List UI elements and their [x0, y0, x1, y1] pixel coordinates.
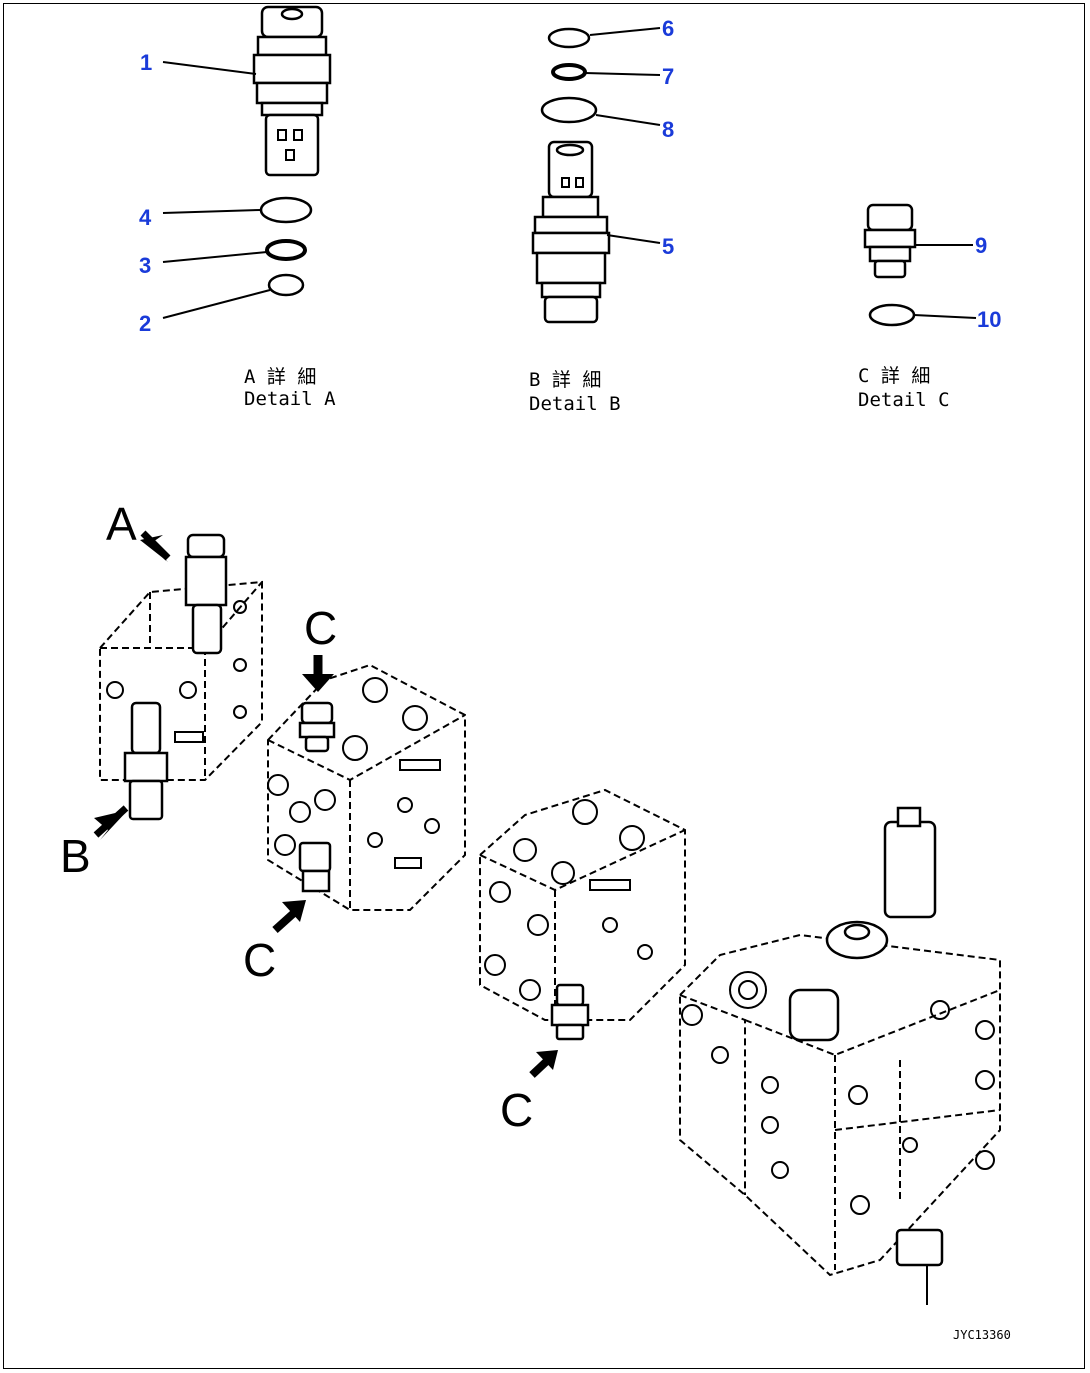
- callout-6: 6: [662, 16, 674, 41]
- view-arrow-c1: [302, 655, 334, 692]
- backup-ring-part-7: [551, 63, 587, 81]
- view-letter-c-block2: C: [243, 934, 276, 986]
- view-letter-c-block3: C: [500, 1084, 533, 1136]
- o-ring-part-8: [540, 96, 598, 124]
- detail-b-en: Detail B: [529, 393, 621, 415]
- view-letter-b: B: [60, 830, 91, 882]
- valve-block-3: [479, 788, 686, 1041]
- drawing-code: JYC13360: [953, 1328, 1011, 1342]
- view-letter-c-top: C: [304, 602, 337, 654]
- callout-8: 8: [662, 117, 674, 142]
- view-arrow-b: [93, 805, 129, 840]
- view-letter-a: A: [106, 498, 137, 550]
- valve-block-2: [267, 663, 466, 911]
- view-arrow-a: [140, 530, 171, 562]
- view-arrow-c2: [272, 900, 306, 933]
- o-ring-part-4: [259, 196, 313, 224]
- o-ring-part-10: [868, 303, 916, 327]
- callout-7: 7: [662, 64, 674, 89]
- o-ring-part-6: [547, 27, 591, 49]
- callout-2: 2: [139, 311, 151, 336]
- drawing-frame: [3, 3, 1085, 1369]
- plug-part-9: [863, 203, 917, 279]
- callout-5: 5: [662, 234, 674, 259]
- detail-c-jp: C 詳 細: [858, 365, 930, 387]
- detail-a-en: Detail A: [244, 388, 336, 410]
- callout-1: 1: [140, 50, 152, 75]
- callout-3: 3: [139, 253, 151, 278]
- main-valve-body: [679, 806, 1001, 1305]
- o-ring-part-2: [267, 273, 305, 297]
- valve-part-5: [531, 140, 611, 324]
- callout-10: 10: [977, 307, 1001, 332]
- detail-b-jp: B 詳 細: [529, 369, 601, 391]
- callout-4: 4: [139, 205, 152, 230]
- relief-valve-part-1: [252, 5, 332, 177]
- backup-ring-part-3: [265, 239, 307, 261]
- detail-a-jp: A 詳 細: [244, 366, 316, 388]
- valve-block-1: [99, 533, 263, 821]
- detail-c-en: Detail C: [858, 389, 950, 411]
- callout-9: 9: [975, 233, 987, 258]
- view-arrow-c3: [529, 1050, 558, 1078]
